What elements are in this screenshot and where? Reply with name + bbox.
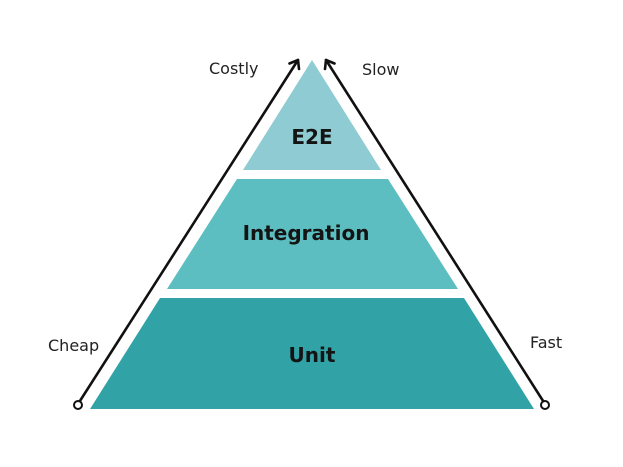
pyramid: E2E Integration Unit [90, 60, 534, 409]
left-axis-line [76, 58, 300, 406]
left-axis-bottom-label: Cheap [48, 336, 99, 355]
left-axis-top-label: Costly [209, 59, 258, 78]
left-axis-start-marker [73, 400, 83, 410]
e2e-label: E2E [291, 125, 332, 149]
unit-label: Unit [289, 343, 336, 367]
e2e-tier [243, 60, 381, 170]
integration-tier [167, 179, 458, 289]
integration-label: Integration [243, 221, 370, 245]
left-axis-arrowhead-icon [288, 58, 301, 71]
right-axis-top-label: Slow [362, 60, 399, 79]
unit-tier [90, 298, 534, 409]
right-axis-bottom-label: Fast [530, 333, 562, 352]
right-axis-line [324, 58, 547, 406]
right-axis-arrowhead-icon [323, 58, 336, 71]
right-axis: Fast Slow [323, 58, 562, 410]
right-axis-start-marker [540, 400, 550, 410]
left-axis: Cheap Costly [48, 58, 301, 410]
